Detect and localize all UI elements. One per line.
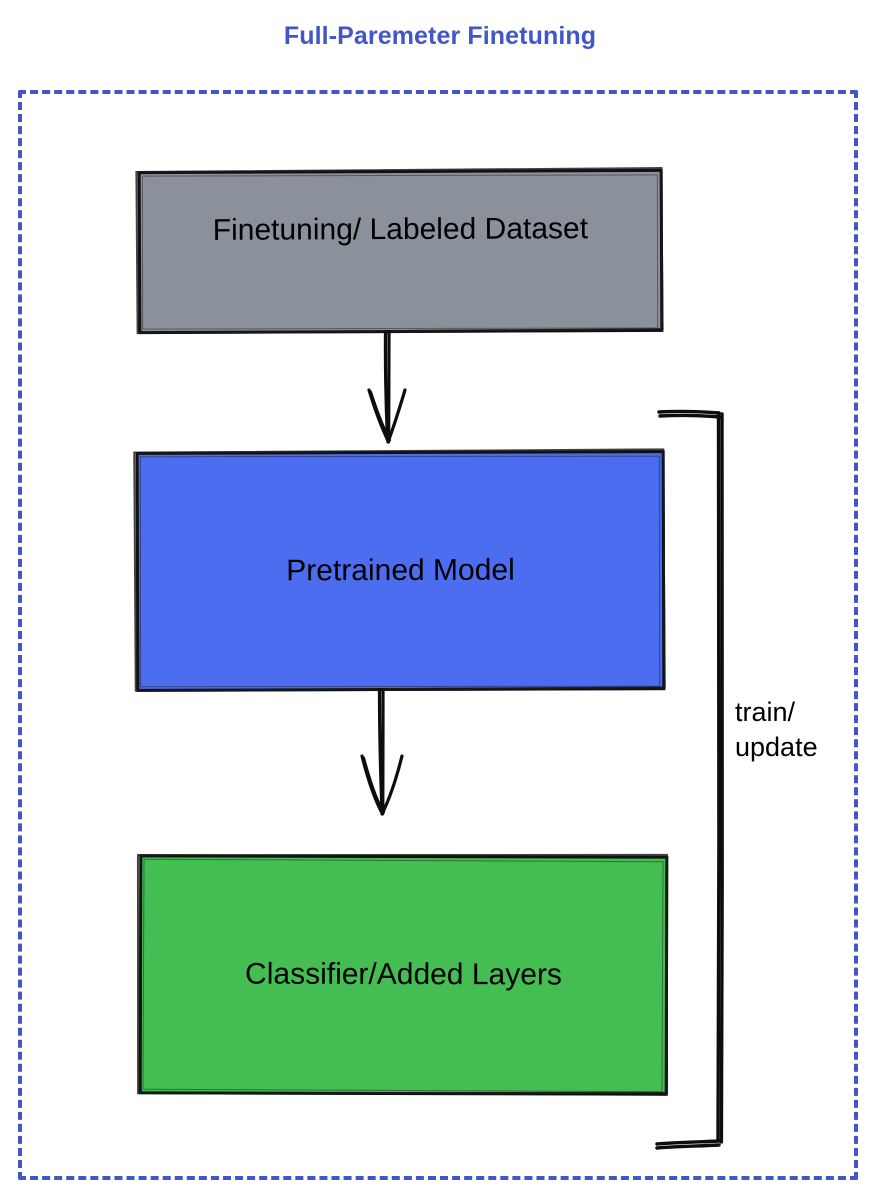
- node-classifier-box[interactable]: Classifier/Added Layers: [138, 854, 669, 1096]
- node-dataset-label: Finetuning/ Labeled Dataset: [212, 212, 589, 247]
- node-pretrained-model-label: Pretrained Model: [286, 553, 515, 588]
- diagram-outer-container: [18, 90, 858, 1180]
- node-classifier-label: Classifier/Added Layers: [245, 957, 562, 992]
- node-dataset-box[interactable]: Finetuning/ Labeled Dataset: [137, 168, 664, 335]
- feedback-loop-label: train/ update: [735, 697, 818, 762]
- page-title: Full-Paremeter Finetuning: [283, 22, 597, 50]
- node-pretrained-model-box[interactable]: Pretrained Model: [135, 450, 666, 692]
